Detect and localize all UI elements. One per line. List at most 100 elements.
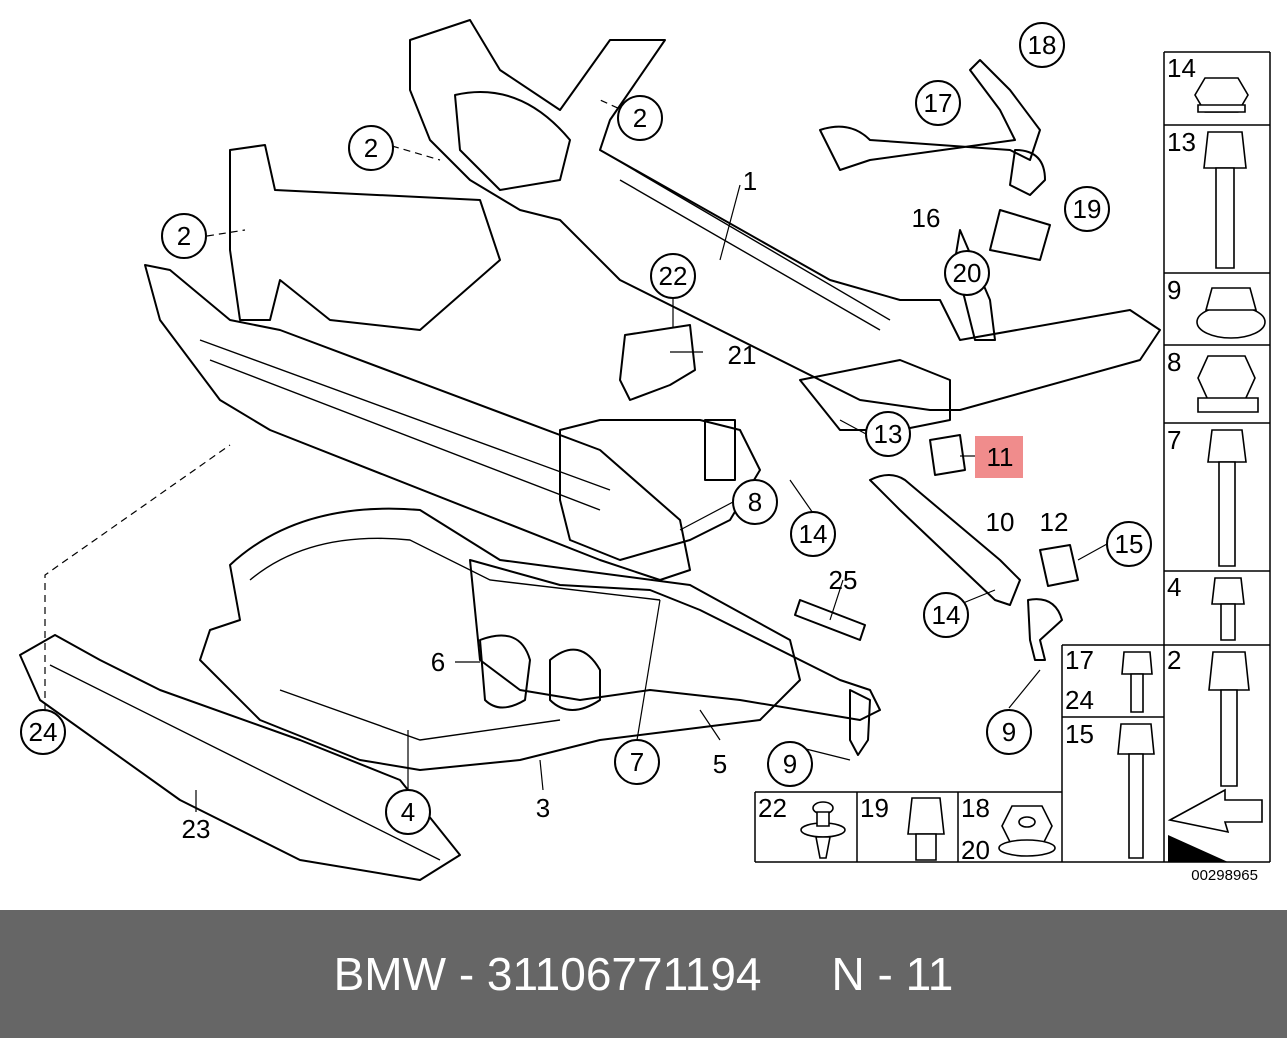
callout-2-c: 2 xyxy=(617,95,663,141)
svg-text:24: 24 xyxy=(1065,685,1094,715)
highlight-box-11 xyxy=(975,436,1023,478)
callout-23: 23 xyxy=(182,814,211,844)
svg-text:17: 17 xyxy=(1065,645,1094,675)
svg-text:14: 14 xyxy=(1167,53,1196,83)
callout-17: 17 xyxy=(915,80,961,126)
position-label: N - 11 xyxy=(831,948,954,1000)
flange-nut-icon xyxy=(1194,77,1249,113)
svg-text:2: 2 xyxy=(633,103,647,133)
callout-9-b: 9 xyxy=(986,709,1032,755)
part-number-label: BMW - 31106771194 xyxy=(333,948,762,1000)
svg-text:23: 23 xyxy=(182,814,211,844)
front-cross-member-drawing xyxy=(144,144,691,581)
long-bolt-icon xyxy=(1203,131,1247,269)
svg-text:15: 15 xyxy=(1065,719,1094,749)
svg-text:18: 18 xyxy=(1028,30,1057,60)
callout-12: 12 xyxy=(1040,507,1069,537)
callout-22: 22 xyxy=(650,253,696,299)
callout-8: 8 xyxy=(732,479,778,525)
callout-14-b: 14 xyxy=(923,592,969,638)
svg-text:4: 4 xyxy=(401,797,415,827)
svg-text:9: 9 xyxy=(1002,717,1016,747)
svg-text:24: 24 xyxy=(29,717,58,747)
svg-text:8: 8 xyxy=(748,487,762,517)
svg-text:13: 13 xyxy=(874,419,903,449)
table-cell-7: 7 xyxy=(1167,425,1247,567)
control-arm-drawing xyxy=(869,434,1079,661)
callout-2-a: 2 xyxy=(348,125,394,171)
svg-text:2: 2 xyxy=(177,221,191,251)
table-cell-19: 19 xyxy=(860,793,945,861)
table-cell-18-20: 18 20 xyxy=(961,793,1056,865)
svg-text:7: 7 xyxy=(1167,425,1181,455)
tension-strut-drawing xyxy=(19,634,461,881)
toothed-nut-icon xyxy=(1196,287,1266,339)
callout-19: 19 xyxy=(1064,186,1110,232)
svg-text:12: 12 xyxy=(1040,507,1069,537)
callout-9-a: 9 xyxy=(767,741,813,787)
stud-bolt-icon xyxy=(907,797,945,861)
table-cell-22: 22 xyxy=(758,793,846,859)
center-bracket-drawing xyxy=(559,324,761,561)
svg-text:10: 10 xyxy=(986,507,1015,537)
svg-text:5: 5 xyxy=(713,749,727,779)
rubber-mount-drawing xyxy=(794,599,866,641)
svg-text:4: 4 xyxy=(1167,572,1181,602)
svg-text:16: 16 xyxy=(912,203,941,233)
svg-text:19: 19 xyxy=(1073,194,1102,224)
svg-text:9: 9 xyxy=(1167,275,1181,305)
front-subframe-drawing xyxy=(409,19,1161,431)
table-cell-14: 14 xyxy=(1167,53,1249,113)
svg-text:7: 7 xyxy=(630,747,644,777)
svg-text:20: 20 xyxy=(961,835,990,865)
table-cell-17-24: 17 24 xyxy=(1065,645,1153,715)
svg-text:25: 25 xyxy=(829,565,858,595)
flange-nut-icon xyxy=(1197,355,1259,413)
flange-nut-icon xyxy=(998,805,1056,857)
callout-2-b: 2 xyxy=(161,213,207,259)
svg-text:17: 17 xyxy=(924,88,953,118)
table-cell-4: 4 xyxy=(1167,572,1245,641)
table-cell-13: 13 xyxy=(1167,127,1247,269)
svg-text:20: 20 xyxy=(953,258,982,288)
svg-text:18: 18 xyxy=(961,793,990,823)
callout-16: 16 xyxy=(912,203,941,233)
svg-text:9: 9 xyxy=(783,749,797,779)
svg-text:6: 6 xyxy=(431,647,445,677)
callout-20: 20 xyxy=(944,250,990,296)
callout-3: 3 xyxy=(536,793,550,823)
callout-18: 18 xyxy=(1019,22,1065,68)
callout-5: 5 xyxy=(713,749,727,779)
svg-text:2: 2 xyxy=(1167,645,1181,675)
direction-arrow-icon xyxy=(1167,788,1263,862)
svg-text:22: 22 xyxy=(758,793,787,823)
svg-text:13: 13 xyxy=(1167,127,1196,157)
reinforcement-plate-drawing xyxy=(199,507,801,771)
callout-6: 6 xyxy=(431,647,445,677)
callout-7: 7 xyxy=(614,739,660,785)
long-bolt-icon xyxy=(1207,429,1247,567)
callout-13: 13 xyxy=(865,411,911,457)
svg-text:14: 14 xyxy=(932,600,961,630)
svg-text:1: 1 xyxy=(743,166,757,196)
svg-text:14: 14 xyxy=(799,519,828,549)
clip-rivet-icon xyxy=(800,801,846,859)
callout-14-a: 14 xyxy=(790,511,836,557)
svg-text:19: 19 xyxy=(860,793,889,823)
footer-bar: BMW - 31106771194 N - 11 xyxy=(0,910,1287,1038)
callout-21: 21 xyxy=(728,340,757,370)
callout-15: 15 xyxy=(1106,521,1152,567)
table-cell-9: 9 xyxy=(1167,275,1266,339)
callout-10: 10 xyxy=(986,507,1015,537)
callout-4: 4 xyxy=(385,789,431,835)
table-cell-2: 2 xyxy=(1167,645,1250,787)
short-bolt-icon xyxy=(1121,651,1153,713)
long-bolt-icon xyxy=(1208,651,1250,787)
svg-text:11: 11 xyxy=(987,442,1014,472)
table-cell-15: 15 xyxy=(1065,719,1155,859)
diagram-reference-code: 00298965 xyxy=(1191,867,1258,884)
svg-text:22: 22 xyxy=(659,261,688,291)
callout-11: 11 xyxy=(987,442,1014,472)
parts-diagram: 1 2 2 2 2 3 4 5 6 7 8 9 9 10 11 12 13 xyxy=(19,19,1271,884)
callout-24: 24 xyxy=(20,709,66,755)
